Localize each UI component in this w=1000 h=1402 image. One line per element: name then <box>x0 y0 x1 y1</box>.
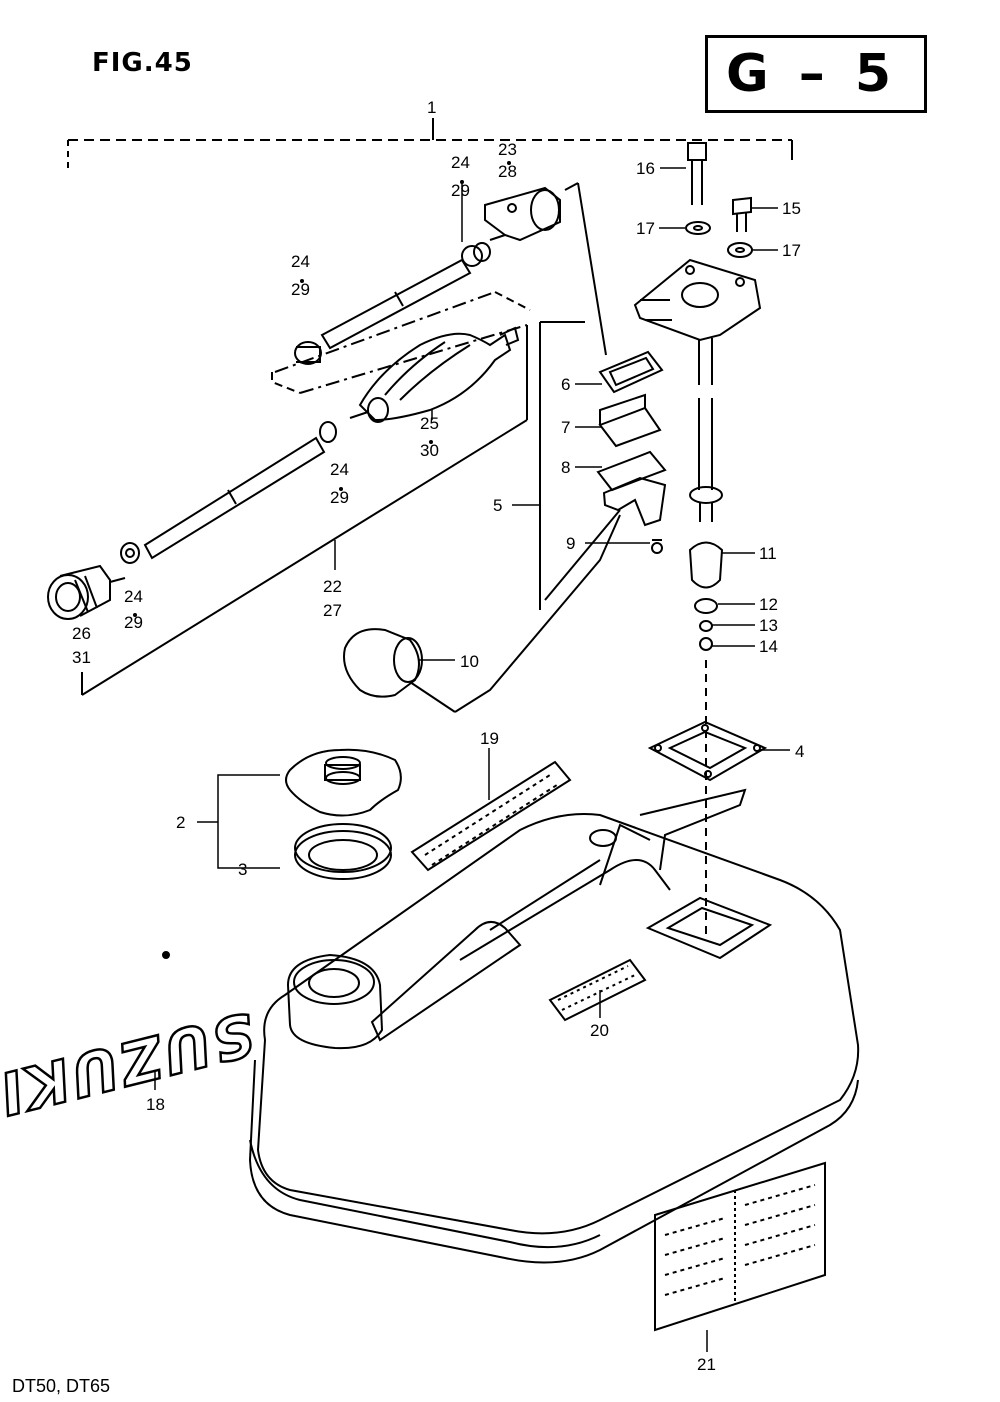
callout-6: 6 <box>561 375 570 394</box>
callout-16: 16 <box>636 159 655 178</box>
callout-2: 2 <box>176 813 185 832</box>
callout-5: 5 <box>493 496 502 515</box>
callout-17-right: 17 <box>782 241 801 260</box>
section-code: G – 5 <box>726 44 898 104</box>
instruction-decal-21 <box>654 1161 826 1332</box>
callout-29-upper-left: 29 <box>291 280 310 299</box>
cap-seal <box>294 823 392 880</box>
fuel-gauge-assembly <box>343 182 667 713</box>
callout-12: 12 <box>759 595 778 614</box>
callout-24-upper-left: 24 <box>291 252 310 271</box>
callout-22: 22 <box>323 577 342 596</box>
primer-bulb <box>349 326 520 423</box>
callout-7: 7 <box>561 418 570 437</box>
callout-24-middle: 24 <box>330 460 349 479</box>
leader-lines <box>154 167 790 1352</box>
callout-29-lower: 29 <box>124 613 143 632</box>
section-code-box: G – 5 <box>705 35 927 113</box>
assembly-bracket <box>67 118 793 170</box>
callout-28: 28 <box>498 162 517 181</box>
callout-18: 18 <box>146 1095 165 1114</box>
fuel-tank-body <box>248 788 860 1264</box>
callout-23: 23 <box>498 140 517 159</box>
callout-13: 13 <box>759 616 778 635</box>
callout-17-left: 17 <box>636 219 655 238</box>
brand-emblem: SUZUKI <box>0 951 263 1130</box>
gasket <box>647 720 768 782</box>
callout-21: 21 <box>697 1355 716 1374</box>
callout-14: 14 <box>759 637 778 656</box>
callout-26: 26 <box>72 624 91 643</box>
callout-24-lower: 24 <box>124 587 143 606</box>
fuel-cap <box>285 748 402 817</box>
callout-24-top: 24 <box>451 153 470 172</box>
callout-10: 10 <box>460 652 479 671</box>
callout-30: 30 <box>420 441 439 460</box>
brand-emblem-text: SUZUKI <box>0 999 262 1128</box>
callout-19: 19 <box>480 729 499 748</box>
callout-27: 27 <box>323 601 342 620</box>
fuel-outlet-fitting <box>633 258 762 940</box>
callout-numbers: 1 2 3 4 5 6 7 8 9 10 11 12 13 14 15 16 1… <box>72 98 804 1374</box>
callout-9: 9 <box>566 534 575 553</box>
callout-1: 1 <box>427 98 436 117</box>
mounting-bolts <box>685 142 753 258</box>
callout-3: 3 <box>238 860 247 879</box>
fuel-hose-lower <box>120 421 337 564</box>
figure-number: FIG.45 <box>92 48 193 78</box>
callout-31: 31 <box>72 648 91 667</box>
callout-8: 8 <box>561 458 570 477</box>
warning-decal-19 <box>410 760 572 872</box>
callout-29-top: 29 <box>451 181 470 200</box>
hose-assembly-bracket <box>81 291 531 696</box>
hose-connector-engine-side <box>484 186 561 242</box>
model-footer: DT50, DT65 <box>12 1376 111 1396</box>
callout-11: 11 <box>759 544 777 563</box>
tank-connector <box>47 564 126 620</box>
callout-15: 15 <box>782 199 801 218</box>
callout-4: 4 <box>795 742 804 761</box>
callout-25: 25 <box>420 414 439 433</box>
callout-20: 20 <box>590 1021 609 1040</box>
fuel-hose-upper <box>294 242 491 365</box>
callout-29-middle: 29 <box>330 488 349 507</box>
